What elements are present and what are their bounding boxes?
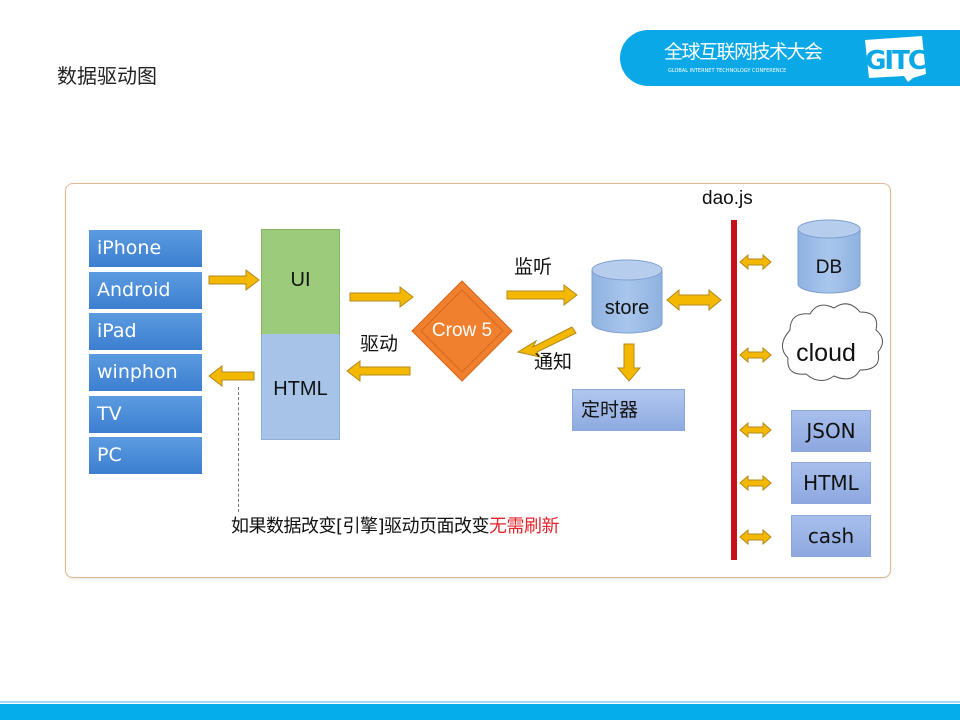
source-html: HTML [791,462,871,504]
dao-bar [731,220,737,560]
arrow-dao-cash [739,528,772,546]
engine-diamond-inner [420,289,504,373]
listen-label: 监听 [514,256,553,278]
cloud-label: cloud [796,339,856,367]
html-layer: HTML [261,334,340,440]
caption-main: 如果数据改变[引擎]驱动页面改变 [231,516,490,537]
arrow-store-to-timer [616,343,642,382]
source-json: JSON [791,410,871,452]
arrow-dao-db [739,253,772,271]
arrow-dao-json [739,421,772,439]
timer-box: 定时器 [572,389,685,431]
arrow-left-to-devices [208,364,255,388]
device-ipad: iPad [89,313,202,350]
store-cylinder [591,259,663,334]
db-label: DB [815,257,843,278]
banner-title-cn: 全球互联网技术大会 [664,41,823,63]
db-cylinder [797,219,861,294]
dashed-connector [238,387,239,512]
caption: 如果数据改变[引擎]驱动页面改变无需刷新 [231,516,560,538]
notify-label: 通知 [534,351,573,373]
arrow-store-dao [666,288,722,312]
arrow-dao-html [739,474,772,492]
gitc-logo: GITC [865,36,928,82]
cloud-shape [782,303,883,381]
store-label: store [604,297,650,319]
engine-diamond [411,280,513,382]
slide-title: 数据驱动图 [57,64,157,88]
banner-title-en: GLOBAL INTERNET TECHNOLOGY CONFERENCE [668,68,787,74]
device-winphon: winphon [89,354,202,391]
engine-label: Crow 5 [431,320,493,341]
arrow-engine-to-html [346,359,411,383]
arrow-dao-cloud [739,346,772,364]
gitc-logo-text: GITC [865,46,926,76]
caption-highlight: 无需刷新 [489,516,560,537]
device-iphone: iPhone [89,230,202,267]
arrow-notify [516,326,577,358]
ui-layer: UI [261,229,340,334]
device-android: Android [89,272,202,309]
arrow-listen [506,283,578,307]
dao-label: dao.js [702,188,753,209]
device-tv: TV [89,396,202,433]
diagram-frame [65,183,891,578]
device-pc: PC [89,437,202,474]
source-cash: cash [791,515,871,557]
footer-bar [0,704,960,720]
footer-line [0,701,960,703]
arrow-ui-to-engine [349,285,414,309]
arrow-right-to-ui [208,268,260,292]
drive-label: 驱动 [360,333,399,355]
